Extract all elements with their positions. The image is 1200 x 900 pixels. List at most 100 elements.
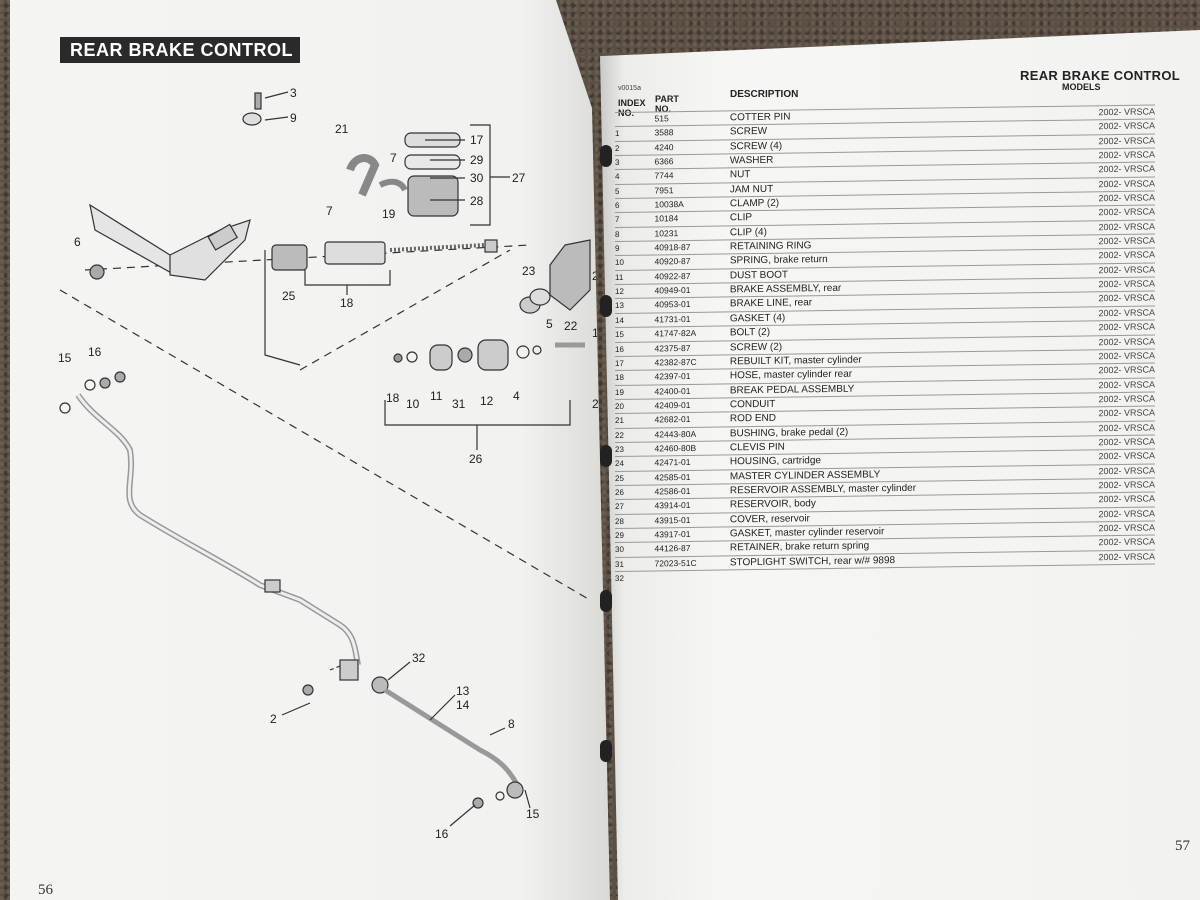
index-cell: 11 — [615, 272, 624, 282]
page-title-left: REAR BRAKE CONTROL — [60, 37, 300, 63]
part-number-cell: 10038A — [654, 199, 684, 210]
callout-18: 18 — [340, 296, 354, 310]
model-cell: 2002- VRSCA — [1098, 436, 1155, 448]
index-cell: 26 — [615, 487, 624, 497]
binder-hole — [600, 740, 612, 762]
model-cell: 2002- VRSCA — [1098, 321, 1155, 333]
part-number-cell: 10184 — [654, 213, 679, 224]
callout-17: 17 — [470, 133, 484, 147]
callout-18b: 18 — [386, 391, 400, 405]
index-cell: 6 — [615, 201, 620, 211]
part-number-cell: 40949-01 — [654, 285, 691, 296]
master-cylinder-housing — [271, 244, 308, 271]
callout-7b: 7 — [326, 204, 333, 218]
reservoir-gasket — [404, 154, 461, 170]
part-number-cell: 44126-87 — [654, 543, 691, 554]
frame-rail — [89, 203, 176, 277]
model-cell: 2002- VRSCA — [1098, 522, 1155, 534]
part-number-cell: 6366 — [654, 156, 674, 167]
model-cell: 2002- VRSCA — [1098, 278, 1155, 290]
brake-assembly — [549, 239, 591, 311]
part-number-cell: 515 — [654, 113, 669, 124]
part-number-cell: 41731-01 — [654, 313, 691, 325]
index-cell: 16 — [615, 344, 624, 354]
part-number-cell: 43914-01 — [654, 500, 691, 511]
callout-31: 31 — [452, 397, 466, 411]
clamp-6 — [89, 264, 105, 280]
page-number-left: 56 — [38, 882, 53, 898]
callout-29: 29 — [470, 153, 484, 167]
model-cell: 2002- VRSCA — [1098, 335, 1155, 347]
model-cell: 2002- VRSCA — [1098, 450, 1155, 462]
model-cell: 2002- VRSCA — [1098, 149, 1155, 161]
part-number-cell: 42586-01 — [654, 485, 691, 497]
index-cell: 18 — [615, 373, 624, 383]
index-cell: 24 — [615, 459, 624, 469]
index-cell: 4 — [615, 172, 620, 182]
header-part: PART NO. — [655, 94, 679, 114]
left-page: REAR BRAKE CONTROL — [10, 0, 610, 900]
model-cell: 2002- VRSCA — [1098, 221, 1155, 232]
part-number-cell: 40920-87 — [654, 256, 691, 267]
index-cell: 17 — [615, 358, 624, 368]
callout-20: 20 — [592, 397, 606, 411]
callout-15b: 15 — [526, 807, 540, 821]
part-number-cell: 3588 — [654, 127, 674, 138]
index-cell: 15 — [615, 330, 624, 340]
part-number-cell: 7951 — [654, 184, 674, 196]
binder-hole — [600, 295, 612, 317]
reservoir-body — [407, 175, 459, 217]
model-cell: 2002- VRSCA — [1098, 292, 1155, 304]
model-cell: 2002- VRSCA — [1098, 465, 1155, 476]
callout-labels: 3 9 21 7 17 29 30 27 28 7 19 6 25 18 23 … — [58, 86, 606, 841]
index-cell — [615, 112, 655, 127]
header-index: INDEX NO. — [618, 98, 646, 118]
index-cell: 21 — [615, 416, 624, 426]
model-cell: 2002- VRSCA — [1098, 493, 1155, 505]
index-cell: 14 — [615, 315, 624, 325]
callout-14: 14 — [456, 698, 470, 712]
part-number-cell: 42585-01 — [654, 471, 691, 483]
part-number-cell: 40953-01 — [654, 299, 691, 310]
index-cell: 9 — [615, 244, 620, 254]
part-number-cell: 72023-51C — [654, 557, 697, 569]
spring-11 — [429, 344, 453, 371]
model-cell: 2002- VRSCA — [1098, 163, 1155, 175]
header-models: MODELS — [1062, 82, 1101, 92]
model-cell: 2002- VRSCA — [1098, 479, 1155, 491]
index-cell: 10 — [615, 258, 624, 268]
callout-12: 12 — [480, 394, 494, 408]
model-cell: 2002- VRSCA — [1098, 106, 1155, 118]
index-cell: 32 — [615, 573, 624, 583]
callout-25: 25 — [282, 289, 296, 303]
callout-9: 9 — [290, 111, 297, 125]
model-cell: 2002- VRSCA — [1098, 192, 1155, 204]
callout-2: 2 — [270, 712, 277, 726]
binder-hole — [600, 445, 612, 467]
index-cell: 23 — [615, 444, 624, 454]
model-cell: 2002- VRSCA — [1098, 551, 1155, 562]
guide-line — [299, 249, 511, 371]
part-number-cell: 7744 — [654, 170, 674, 181]
model-cell: 2002- VRSCA — [1098, 393, 1155, 405]
part-number-cell: 42382-87C — [654, 356, 697, 368]
model-cell: 2002- VRSCA — [1098, 364, 1155, 376]
model-cell: 2002- VRSCA — [1098, 378, 1155, 390]
callout-15: 15 — [58, 351, 72, 365]
index-cell: 31 — [615, 559, 624, 569]
binder-hole — [600, 590, 612, 612]
hose-21 — [346, 154, 380, 197]
callout-30: 30 — [470, 171, 484, 185]
stoplight-switch — [339, 659, 359, 681]
model-cell: 2002- VRSCA — [1098, 407, 1155, 419]
callout-28: 28 — [470, 194, 484, 208]
callout-21: 21 — [335, 122, 349, 136]
callout-4: 4 — [513, 389, 520, 403]
part-number-cell: 42443-80A — [654, 428, 697, 440]
index-cell: 30 — [615, 545, 624, 555]
brake-pedal-rod — [383, 687, 523, 792]
callout-3: 3 — [290, 86, 297, 100]
model-cell: 2002- VRSCA — [1098, 307, 1155, 319]
part-number-cell: 42397-01 — [654, 371, 691, 382]
